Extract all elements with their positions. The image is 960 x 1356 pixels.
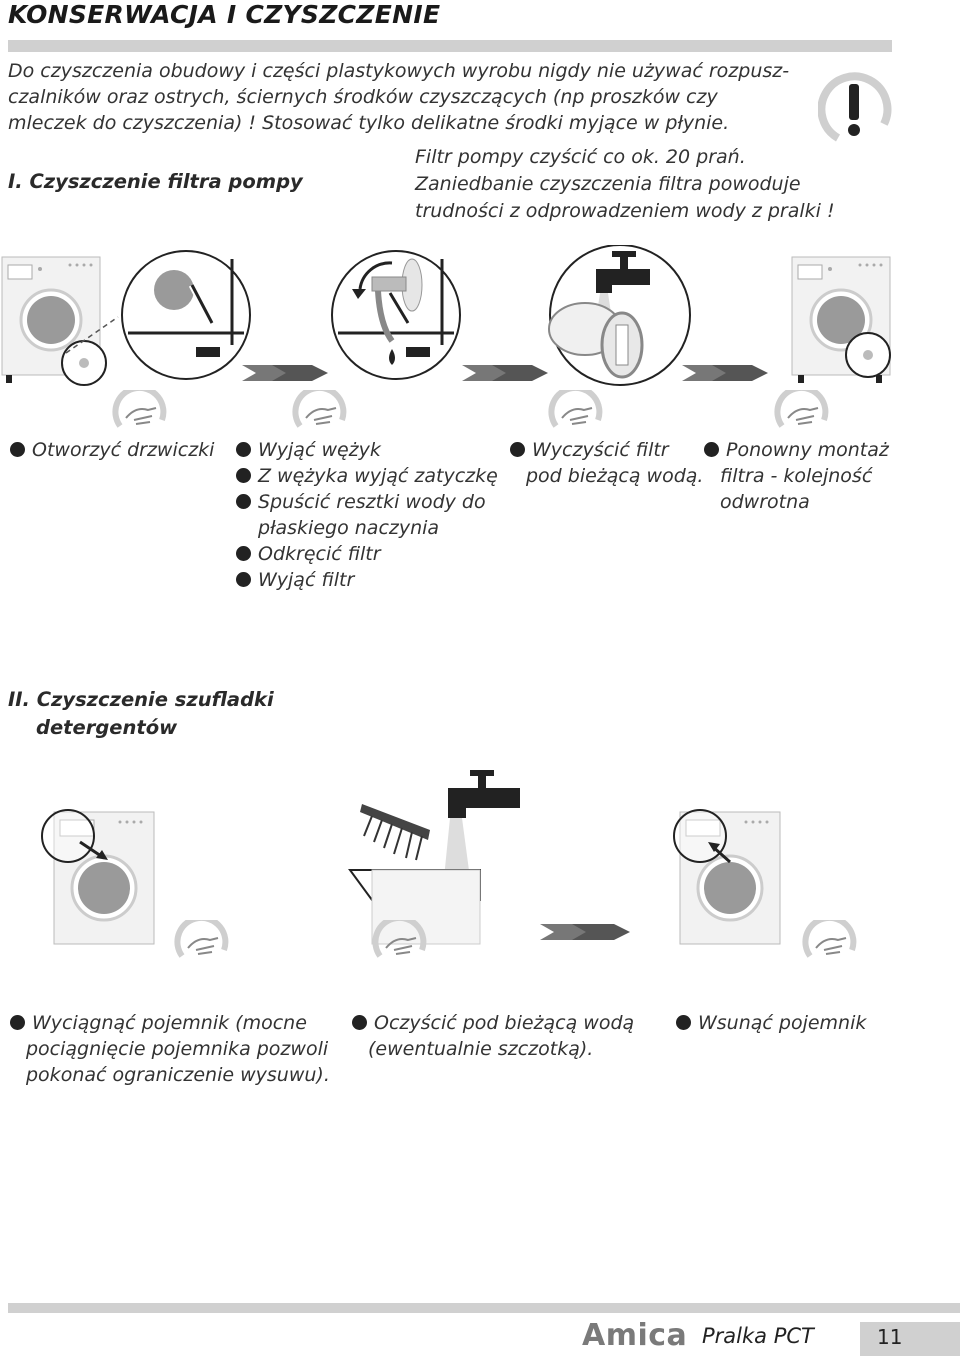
- hand-icon: [548, 390, 603, 428]
- arrow-icon: [462, 365, 548, 381]
- step-caption-pull-drawer: Wyciągnąć pojemnik (mocne pociągnięcie p…: [10, 1010, 330, 1088]
- step-caption-open-door: Otworzyć drzwiczki: [10, 437, 214, 463]
- intro-line: czalników oraz ostrych, ściernych środkó…: [8, 86, 718, 108]
- bullet-icon: [10, 442, 25, 457]
- hand-icon: [372, 920, 427, 958]
- bullet-icon: [236, 494, 251, 509]
- bullet-icon: [676, 1015, 691, 1030]
- detergent-drawer-icon: [348, 869, 481, 945]
- step-caption-reassemble: Ponowny montaż filtra - kolejność odwrot…: [704, 437, 889, 515]
- arrow-icon: [540, 924, 630, 940]
- hand-icon: [174, 920, 229, 958]
- washing-machine-icon: [673, 809, 781, 945]
- washing-machine-icon: [41, 809, 155, 945]
- tap-icon: [444, 770, 520, 878]
- intro-text: Do czyszczenia obudowy i części plastyko…: [8, 58, 818, 136]
- hand-icon: [774, 390, 829, 428]
- title-rule: [8, 40, 892, 52]
- section1-heading: I. Czyszczenie filtra pompy: [8, 170, 303, 193]
- filter-cleaning-illustration: [1, 245, 891, 386]
- washing-machine-icon: [791, 256, 891, 383]
- hatch-open-icon: [121, 250, 251, 380]
- model-name: Pralka PCT: [702, 1324, 814, 1348]
- note-line: Filtr pompy czyścić co ok. 20 prań.: [415, 146, 746, 168]
- hand-icon: [112, 390, 167, 428]
- filter-note: Filtr pompy czyścić co ok. 20 prań. Zani…: [415, 144, 835, 225]
- page-number: 11: [877, 1325, 903, 1349]
- step-caption-clean-filter: Wyczyścić filtr pod bieżącą wodą.: [510, 437, 703, 489]
- brand-logo: Amica: [582, 1318, 688, 1353]
- filter-rinse-icon: [548, 245, 691, 386]
- bullet-icon: [510, 442, 525, 457]
- bullet-icon: [236, 442, 251, 457]
- intro-line: Do czyszczenia obudowy i części plastyko…: [8, 60, 790, 82]
- bullet-icon: [236, 572, 251, 587]
- section2-heading: II. Czyszczenie szufladki detergentów: [8, 688, 274, 739]
- bullet-icon: [704, 442, 719, 457]
- bullet-icon: [236, 468, 251, 483]
- note-line: Zaniedbanie czyszczenia filtra powoduje: [415, 173, 801, 195]
- note-line: trudności z odprowadzeniem wody z pralki…: [415, 200, 835, 222]
- intro-line: mleczek do czyszczenia) ! Stosować tylko…: [8, 112, 730, 134]
- page-number-box: [860, 1322, 960, 1356]
- exclamation-icon: [818, 72, 892, 142]
- hand-icon: [802, 920, 857, 958]
- footer-rule: [8, 1303, 960, 1313]
- step-caption-hose: Wyjąć wężyk Z wężyka wyjąć zatyczkę Spuś…: [236, 437, 498, 593]
- hose-drain-icon: [331, 250, 461, 380]
- bullet-icon: [236, 546, 251, 561]
- arrow-icon: [682, 365, 768, 381]
- bullet-icon: [352, 1015, 367, 1030]
- washing-machine-icon: [1, 256, 119, 386]
- step-caption-rinse-drawer: Oczyścić pod bieżącą wodą (ewentualnie s…: [352, 1010, 634, 1062]
- step-caption-insert-drawer: Wsunąć pojemnik: [676, 1010, 866, 1036]
- drawer-cleaning-illustration: [41, 770, 781, 945]
- arrow-icon: [242, 365, 328, 381]
- brush-icon: [360, 804, 430, 861]
- page-title: KONSERWACJA I CZYSZCZENIE: [8, 0, 441, 29]
- bullet-icon: [10, 1015, 25, 1030]
- hand-icon: [292, 390, 347, 428]
